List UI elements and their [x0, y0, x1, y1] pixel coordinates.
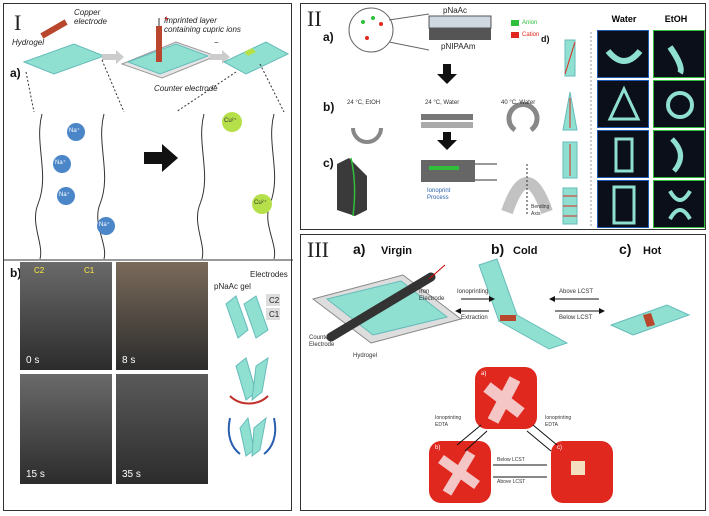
panel-two-label-a: a)	[323, 30, 334, 44]
ionoprinting-arrow-label: Ionoprinting	[457, 289, 489, 295]
panel-one: I a) b)	[3, 3, 293, 511]
panel-one-roman-numeral: I	[14, 10, 22, 35]
copper-plus-sign: +	[164, 14, 169, 23]
counter-electrode-label-iii: Counter Electrode	[309, 335, 335, 348]
condition-ethanol-label: 24 °C, EtOH	[347, 100, 381, 106]
anion-legend-label: Anion	[522, 20, 538, 26]
panel-three-illustration	[311, 258, 691, 503]
na-ion-label-4: Na⁺	[99, 222, 110, 228]
cu-ion-label-1: Cu²⁺	[224, 118, 237, 124]
imprinted-layer-label: Imprinted layer containing cupric ions	[164, 16, 241, 34]
photo-time-35s: 35 s	[122, 469, 141, 480]
square-b-label: b)	[435, 445, 441, 451]
na-ion-label-3: Na⁺	[59, 192, 70, 198]
photo-time-8s: 8 s	[122, 355, 136, 366]
photo-time-15s: 15 s	[26, 469, 45, 480]
panel-two-label-b: b)	[323, 100, 335, 114]
etoh-cell-1	[653, 30, 705, 78]
panel-two-label-d: d)	[541, 34, 550, 44]
panel-three-label-a: a)	[353, 241, 366, 257]
panel-one-label-b: b)	[10, 266, 22, 280]
schematic-c1-label: C1	[269, 310, 280, 319]
cold-state-label: Cold	[513, 245, 538, 257]
etoh-column-header: EtOH	[664, 14, 688, 24]
etoh-cell-3	[653, 130, 705, 178]
bending-axis-label: Bending Axis	[531, 204, 550, 217]
right-diagonal-arrow-label: Ionoprinting EDTA	[545, 415, 572, 428]
panel-three-roman-numeral: III	[307, 237, 329, 262]
pnaac-gel-label: pNaAc gel	[214, 282, 251, 291]
copper-electrode-label: Copper electrode	[74, 8, 107, 26]
na-ion-label-2: Na⁺	[55, 160, 66, 166]
electrodes-label: Electrodes	[250, 270, 288, 279]
c1-label: C1	[84, 266, 95, 275]
virgin-state-label: Virgin	[381, 245, 412, 257]
above-lcst-arrow-label: Above LCST	[559, 289, 594, 295]
copper-minus-sign: −	[214, 38, 219, 47]
etoh-cell-2	[653, 80, 705, 128]
etoh-cell-4	[653, 180, 705, 228]
gripper-photo-8s: 8 s	[116, 262, 208, 370]
panel-three-label-b: b)	[491, 241, 505, 257]
square-c-label: c)	[557, 445, 562, 451]
left-diagonal-arrow-label: Ionoprinting EDTA	[435, 415, 462, 428]
below-lcst-arrow-label: Below LCST	[559, 315, 593, 321]
na-ion-label-1: Na⁺	[69, 128, 80, 134]
panel-two-label-c: c)	[323, 156, 334, 170]
condition-water-24-label: 24 °C, Water	[425, 100, 460, 106]
bottom-below-lcst-label: Below LCST	[497, 457, 525, 463]
counter-electrode-label: Counter electrode	[154, 84, 218, 93]
water-cell-2	[597, 80, 649, 128]
water-column-header: Water	[611, 14, 637, 24]
gripper-photo-15s: 15 s	[20, 374, 112, 484]
panel-three: III a) Virgin b) Cold c) Hot	[300, 234, 706, 511]
photo-time-0s: 0 s	[26, 355, 40, 366]
panel-two-illustration	[337, 7, 592, 228]
schematic-c2-label: C2	[269, 296, 280, 305]
panel-two-roman-numeral: II	[307, 6, 322, 31]
pnipaam-layer-label: pNIPAAm	[441, 42, 476, 51]
ionoprint-process-label: Ionoprint Process	[427, 188, 451, 201]
panel-one-illustration	[4, 18, 293, 458]
cu-ion-label-2: Cu²⁺	[254, 200, 267, 206]
panel-two: II a) b) c) d)	[300, 3, 706, 230]
extraction-arrow-label: Extraction	[461, 315, 488, 321]
gripper-photo-0s: 0 s	[20, 262, 112, 370]
gripper-photo-35s: 35 s	[116, 374, 208, 484]
cation-legend-label: Cation	[522, 32, 540, 38]
pnaac-layer-label: pNaAc	[443, 6, 468, 15]
iron-electrode-label: Iron Electrode	[419, 289, 445, 302]
hydrogel-label-iii: Hydrogel	[353, 353, 378, 359]
water-cell-4	[597, 180, 649, 228]
panel-three-label-c: c)	[619, 241, 632, 257]
c2-label: C2	[34, 266, 45, 275]
hot-state-label: Hot	[643, 245, 662, 257]
panel-one-label-a: a)	[10, 66, 21, 80]
condition-water-40-label: 40 °C, Water	[501, 100, 536, 106]
water-cell-3	[597, 130, 649, 178]
hydrogel-label: Hydrogel	[12, 38, 45, 47]
square-a-label: a)	[481, 371, 487, 377]
bottom-above-lcst-label: Above LCST	[497, 479, 526, 485]
water-cell-1	[597, 30, 649, 78]
